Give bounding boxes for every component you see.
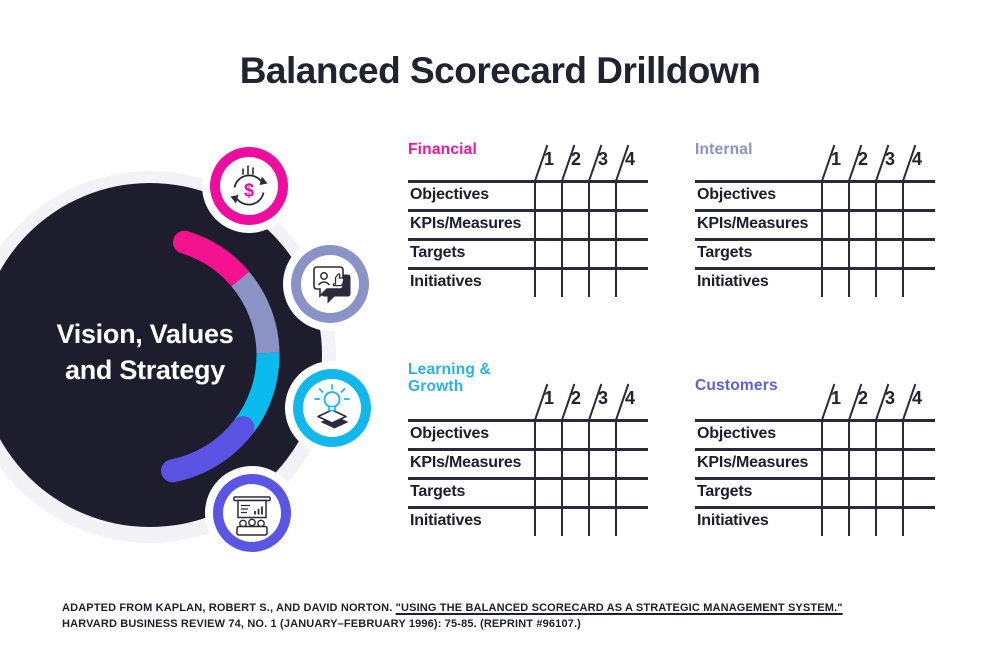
column-line <box>874 180 878 297</box>
column-header: 3 <box>884 388 895 408</box>
column-header: 3 <box>597 388 608 408</box>
row-label: KPIs/Measures <box>697 215 809 232</box>
row-label: Targets <box>697 244 753 261</box>
column-header: 1 <box>543 149 554 169</box>
row-label: Initiatives <box>410 273 482 290</box>
column-line <box>820 419 824 536</box>
row-divider-line <box>408 506 648 509</box>
row-divider-line <box>695 238 935 241</box>
row-label: KPIs/Measures <box>410 215 522 232</box>
table-grid: 1 2 3 4 Objectives KPIs/Measures Targets… <box>695 140 935 298</box>
row-divider-line <box>695 209 935 212</box>
column-header: 3 <box>597 149 608 169</box>
column-line <box>820 180 824 297</box>
column-header: 4 <box>624 149 635 169</box>
row-divider-line <box>408 267 648 270</box>
hub-label-line2: and Strategy <box>65 355 225 385</box>
page-title: Balanced Scorecard Drilldown <box>239 50 761 91</box>
row-label: Targets <box>410 244 466 261</box>
column-line <box>901 419 905 536</box>
arc-segment-pink <box>173 230 252 291</box>
dollar-sign: $ <box>244 181 254 201</box>
column-header: 1 <box>830 149 841 169</box>
row-divider-line <box>695 506 935 509</box>
column-line <box>587 180 591 297</box>
column-header: 4 <box>911 388 922 408</box>
row-label: Initiatives <box>697 512 769 529</box>
column-line <box>847 419 851 536</box>
column-header: 2 <box>570 388 581 408</box>
column-line <box>560 180 564 297</box>
column-line <box>533 419 537 536</box>
row-label: Targets <box>697 483 753 500</box>
table-title-learning-growth: Learning & Growth <box>408 361 491 395</box>
money-cycle-icon: $ <box>202 139 296 233</box>
citation-link[interactable]: "USING THE BALANCED SCORECARD AS A STRAT… <box>395 602 843 614</box>
hub-label-line1: Vision, Values <box>56 319 234 349</box>
column-line <box>587 419 591 536</box>
row-divider-line <box>408 448 648 451</box>
column-line <box>614 180 618 297</box>
vision-hub-graphic: $ <box>0 139 379 560</box>
table-title-financial: Financial <box>408 141 477 158</box>
arc-segment-periwinkle <box>231 271 280 354</box>
column-line <box>901 180 905 297</box>
column-header: 3 <box>884 149 895 169</box>
row-label: Initiatives <box>410 512 482 529</box>
customer-feedback-icon <box>283 237 377 331</box>
citation-prefix: ADAPTED FROM KAPLAN, ROBERT S., AND DAVI… <box>62 602 396 614</box>
table-grid: 1 2 3 4 Objectives KPIs/Measures Targets… <box>695 379 935 537</box>
column-header: 2 <box>857 388 868 408</box>
citation-line2: HARVARD BUSINESS REVIEW 74, NO. 1 (JANUA… <box>62 618 581 630</box>
row-divider-line <box>408 419 648 422</box>
table-title-customers: Customers <box>695 377 778 394</box>
row-divider-line <box>695 180 935 183</box>
column-line <box>614 419 618 536</box>
strategy-arc <box>161 230 280 483</box>
row-label: Objectives <box>410 425 489 442</box>
table-title-internal: Internal <box>695 141 753 158</box>
row-label: Objectives <box>697 186 776 203</box>
row-label: KPIs/Measures <box>697 454 809 471</box>
column-line <box>560 419 564 536</box>
row-divider-line <box>695 419 935 422</box>
row-divider-line <box>695 448 935 451</box>
column-header: 2 <box>857 149 868 169</box>
row-divider-line <box>408 477 648 480</box>
row-label: Objectives <box>410 186 489 203</box>
table-grid: 1 2 3 4 Objectives KPIs/Measures Targets… <box>408 140 648 298</box>
column-line <box>533 180 537 297</box>
column-line <box>847 180 851 297</box>
column-line <box>874 419 878 536</box>
citation-line1: ADAPTED FROM KAPLAN, ROBERT S., AND DAVI… <box>62 600 962 616</box>
table-grid: 1 2 3 4 Objectives KPIs/Measures Targets… <box>408 379 648 537</box>
row-label: Initiatives <box>697 273 769 290</box>
arc-segment-indigo <box>161 416 255 483</box>
column-header: 4 <box>624 388 635 408</box>
row-divider-line <box>408 238 648 241</box>
presentation-chart-icon <box>205 466 299 560</box>
row-label: Targets <box>410 483 466 500</box>
row-divider-line <box>695 267 935 270</box>
column-header: 1 <box>830 388 841 408</box>
row-divider-line <box>408 209 648 212</box>
column-header: 2 <box>570 149 581 169</box>
citation: ADAPTED FROM KAPLAN, ROBERT S., AND DAVI… <box>62 600 962 632</box>
row-label: KPIs/Measures <box>410 454 522 471</box>
row-divider-line <box>695 477 935 480</box>
column-header: 4 <box>911 149 922 169</box>
hub-label: Vision, Values and Strategy <box>30 316 260 388</box>
idea-lightbulb-icon <box>285 361 379 455</box>
column-header: 1 <box>543 388 554 408</box>
row-divider-line <box>408 180 648 183</box>
row-label: Objectives <box>697 425 776 442</box>
